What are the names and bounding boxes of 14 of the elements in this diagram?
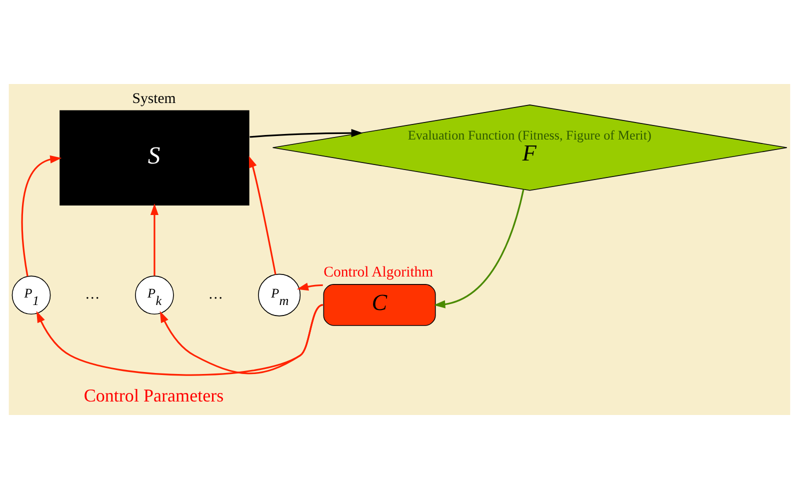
node-diamond: Evaluation Function (Fitness, Figure of Merit) F bbox=[272, 104, 788, 191]
arrow bbox=[434, 189, 524, 308]
arrow bbox=[160, 304, 324, 374]
label: … bbox=[85, 286, 100, 303]
arrow bbox=[150, 203, 158, 276]
node-label: Control Algorithm bbox=[324, 264, 434, 281]
arrow bbox=[250, 129, 363, 138]
arrow bbox=[296, 282, 323, 291]
label: … bbox=[208, 286, 224, 303]
arrow bbox=[248, 156, 276, 275]
arrow bbox=[21, 155, 62, 276]
node-label: System bbox=[132, 90, 176, 107]
arrow bbox=[36, 304, 324, 376]
label: Control Parameters bbox=[84, 386, 224, 406]
